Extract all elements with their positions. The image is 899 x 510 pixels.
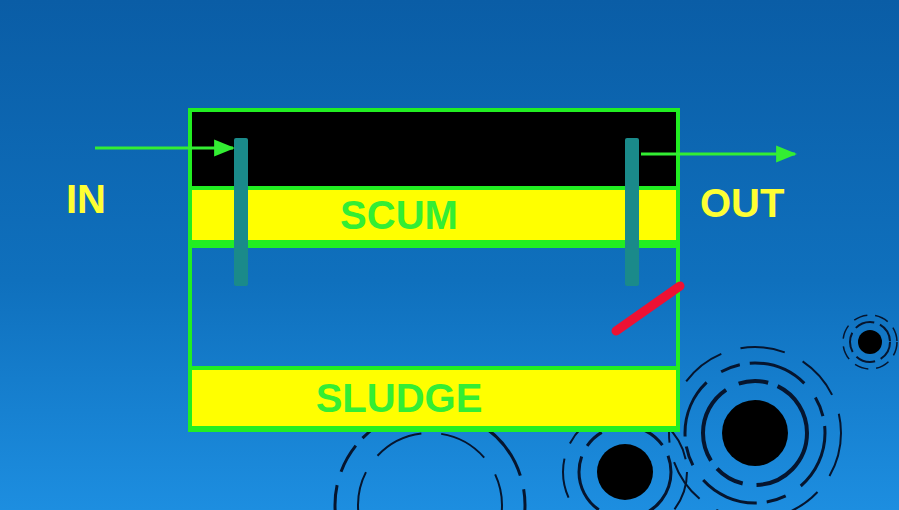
layer-name: SLUDGE: [316, 378, 483, 418]
layer-name: SCUM: [340, 195, 458, 235]
inlet-baffle: [234, 138, 248, 286]
tank-outline: [190, 110, 678, 430]
outlet-baffle: [625, 138, 639, 286]
inflow-arrow: [95, 147, 233, 150]
flow-label: OUT: [700, 183, 784, 223]
air-space: [190, 110, 678, 186]
tank-layer: SLUDGE: [192, 370, 676, 426]
scum-band: [190, 188, 678, 242]
outflow-arrow: [641, 153, 795, 156]
sludge-band: [190, 368, 678, 428]
flow-label: IN: [66, 179, 106, 219]
red-mark: [616, 286, 680, 331]
tank-layer: SCUM: [192, 190, 676, 240]
liquid-line: [190, 244, 678, 248]
